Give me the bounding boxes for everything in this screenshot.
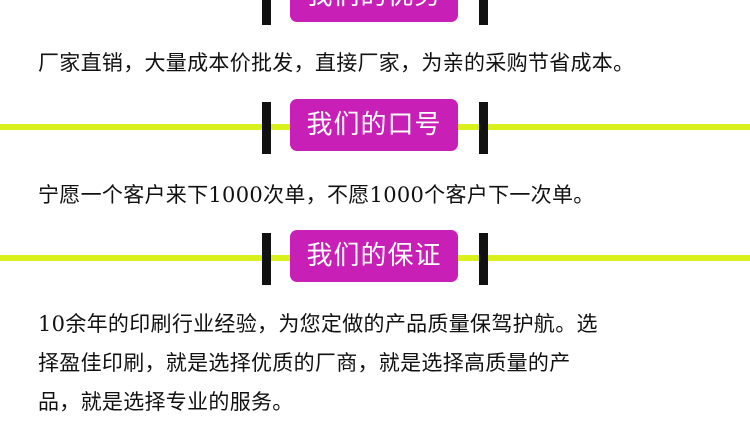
section-header-guarantee: 我们的保证 — [0, 224, 750, 294]
left-divider-bar — [262, 0, 271, 25]
left-divider-bar — [262, 102, 271, 154]
section-title-badge: 我们的优势 — [290, 0, 458, 22]
right-divider-bar — [479, 233, 488, 285]
advantage-text: 厂家直销，大量成本价批发，直接厂家，为亲的采购节省成本。 — [38, 51, 635, 75]
guarantee-line-2: 择盈佳印刷，就是选择优质的厂商，就是选择高质量的产 — [38, 351, 571, 375]
section-header-advantage: 我们的优势 — [0, 0, 750, 34]
section-header-slogan: 我们的口号 — [0, 93, 750, 163]
guarantee-text: 10余年的印刷行业经验，为您定做的产品质量保驾护航。选 择盈佳印刷，就是选择优质… — [38, 305, 728, 422]
guarantee-line-3: 品，就是选择专业的服务。 — [38, 390, 294, 414]
left-divider-bar — [262, 233, 271, 285]
section-title-badge: 我们的保证 — [290, 230, 458, 282]
guarantee-line-1: 10余年的印刷行业经验，为您定做的产品质量保驾护航。选 — [38, 312, 598, 336]
slogan-text: 宁愿一个客户来下1000次单，不愿1000个客户下一次单。 — [38, 183, 595, 207]
right-divider-bar — [479, 0, 488, 25]
right-divider-bar — [479, 102, 488, 154]
section-title-badge: 我们的口号 — [290, 99, 458, 151]
